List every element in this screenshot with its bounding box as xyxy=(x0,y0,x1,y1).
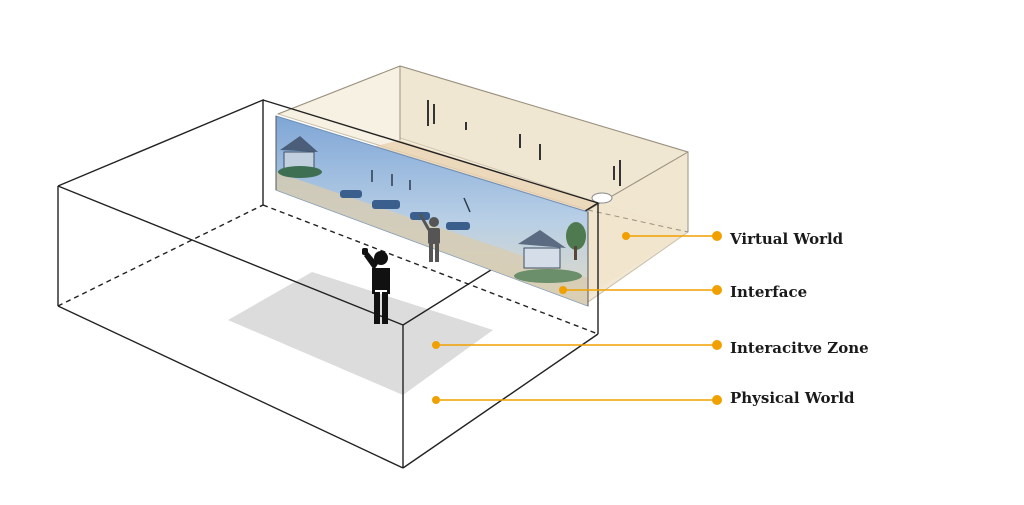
callout-virtual-world: Virtual World xyxy=(622,230,844,248)
label-virtual-world: Virtual World xyxy=(729,230,844,248)
interactive-zone-floor xyxy=(228,272,493,395)
house-right-icon xyxy=(514,230,582,283)
interface-screen xyxy=(275,115,589,307)
callout-physical-world: Physical World xyxy=(432,389,855,407)
back-wall-decorations xyxy=(427,100,621,186)
callout-interactive-zone: Interacitve Zone xyxy=(432,339,869,357)
label-interface: Interface xyxy=(730,283,807,301)
label-interactive-zone: Interacitve Zone xyxy=(730,339,869,357)
house-left-icon xyxy=(278,136,322,178)
label-physical-world: Physical World xyxy=(730,389,855,407)
pond-icon xyxy=(591,192,613,204)
physical-world-box xyxy=(57,98,599,469)
tree-icon xyxy=(566,222,586,260)
user-person-icon xyxy=(362,248,390,324)
screen-calligraphy xyxy=(371,170,471,213)
virtual-avatar-icon xyxy=(418,213,440,262)
callout-interface: Interface xyxy=(559,283,807,301)
